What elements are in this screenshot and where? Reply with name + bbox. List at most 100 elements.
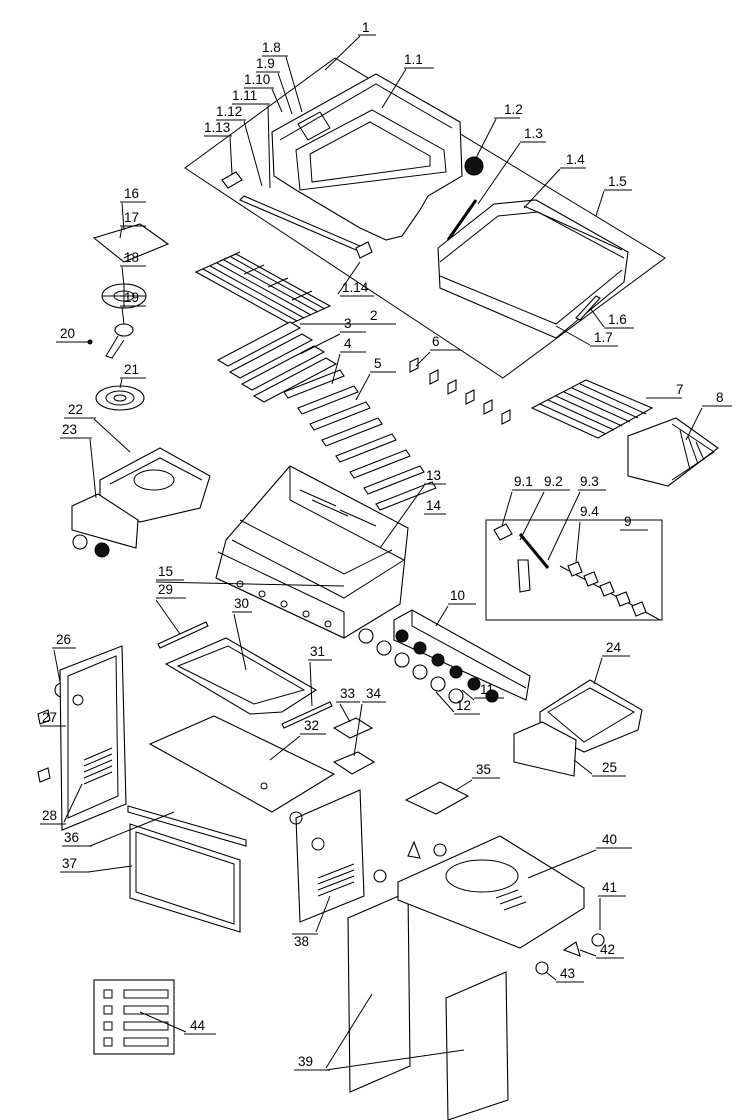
callout-16: 16 (124, 186, 139, 201)
callout-6: 6 (432, 334, 440, 349)
callout-1-10: 1.10 (244, 72, 270, 87)
thermometer-part (464, 156, 484, 176)
cabinet-doors-part (347, 891, 509, 1120)
callout-17: 17 (124, 210, 139, 225)
wedge-part-right (562, 941, 581, 957)
back-rail-part (127, 805, 247, 847)
callout-1-7: 1.7 (594, 330, 613, 345)
callout-9-1: 9.1 (514, 474, 533, 489)
wedge-part-left (407, 840, 421, 859)
callout-4: 4 (344, 336, 352, 351)
drip-rail-left-part (157, 621, 209, 649)
callout-2: 2 (370, 308, 378, 323)
door-hinges-part (37, 709, 51, 783)
callout-31: 31 (310, 644, 325, 659)
callout-1-4: 1.4 (566, 152, 585, 167)
callout-33: 33 (340, 686, 355, 701)
callout-38: 38 (294, 934, 309, 949)
firebox-part (215, 465, 409, 639)
control-panel-part (393, 609, 531, 701)
right-side-panel-part (513, 721, 577, 777)
callout-1-14: 1.14 (342, 280, 369, 295)
callout-20: 20 (60, 326, 75, 341)
callout-1-3: 1.3 (524, 126, 543, 141)
callout-10: 10 (450, 588, 465, 603)
back-panel-part (129, 823, 241, 933)
callout-8: 8 (716, 390, 724, 405)
callout-9-2: 9.2 (544, 474, 563, 489)
callout-19: 19 (124, 290, 139, 305)
callout-29: 29 (158, 582, 173, 597)
callout-18: 18 (124, 250, 139, 265)
callout-36: 36 (64, 830, 79, 845)
cart-base-part (397, 835, 585, 949)
burner-clips-part (409, 357, 511, 425)
callout-1-9: 1.9 (256, 56, 275, 71)
callout-25: 25 (602, 760, 617, 775)
callout-1-12: 1.12 (216, 104, 242, 119)
callout-43: 43 (560, 966, 575, 981)
callout-9-4: 9.4 (580, 504, 599, 519)
callout-30: 30 (234, 596, 249, 611)
callout-28: 28 (42, 808, 57, 823)
callout-44: 44 (190, 1018, 206, 1033)
callout-27: 27 (42, 710, 57, 725)
callout-1-8: 1.8 (262, 40, 281, 55)
rating-label-part (93, 979, 175, 1055)
callout-7: 7 (676, 382, 684, 397)
callout-24: 24 (606, 640, 622, 655)
callout-42: 42 (600, 942, 615, 957)
callout-21: 21 (124, 362, 139, 377)
callout-1-2: 1.2 (504, 102, 523, 117)
side-front-panel-part (71, 493, 139, 558)
callout-37: 37 (62, 856, 77, 871)
griddle-plate-part (627, 417, 719, 487)
callout-35: 35 (476, 762, 491, 777)
callout-41: 41 (602, 880, 617, 895)
drip-rail-right-part (281, 701, 333, 729)
handle-bracket-left-part (221, 171, 243, 189)
callout-1: 1 (362, 20, 370, 35)
handle-bracket-right-part (355, 241, 373, 259)
callout-40: 40 (602, 832, 617, 847)
burners-part (283, 369, 437, 511)
callout-1-6: 1.6 (608, 312, 627, 327)
left-cabinet-panel-part (59, 645, 127, 831)
callout-11: 11 (480, 682, 494, 697)
callout-1-1: 1.1 (404, 52, 423, 67)
casters-part (373, 843, 605, 975)
leader-lines (40, 34, 732, 1071)
storage-tray-part (404, 781, 470, 815)
lid-main-part (271, 73, 463, 241)
callout-26: 26 (56, 632, 71, 647)
callout-12: 12 (456, 698, 471, 713)
callout-13: 13 (426, 468, 441, 483)
valve-manifold-part (485, 519, 663, 621)
flame-tamers-part (216, 321, 338, 403)
right-cabinet-panel-part (289, 789, 365, 923)
grease-cup-part (332, 717, 374, 739)
callout-1-5: 1.5 (608, 174, 627, 189)
control-knobs-part (358, 628, 499, 704)
cooking-grid-part (194, 251, 332, 325)
callout-32: 32 (304, 718, 319, 733)
callout-9-3: 9.3 (580, 474, 599, 489)
callout-39: 39 (298, 1054, 313, 1069)
callout-1-11: 1.11 (232, 88, 257, 103)
side-grid-part (530, 379, 654, 439)
pot-support-part (101, 283, 147, 309)
callout-22: 22 (68, 402, 83, 417)
burner-cap-part (95, 385, 145, 411)
callout-14: 14 (426, 498, 442, 513)
callout-1-13: 1.13 (204, 120, 230, 135)
cutting-board-part (92, 223, 170, 263)
lid-rod-part (446, 199, 478, 241)
drip-tray-part (164, 637, 318, 715)
side-burner-part (87, 323, 134, 359)
callout-labels: 1 1.1 1.2 1.3 1.4 1.5 1.6 1.7 1.8 1.9 1.… (42, 20, 724, 1069)
callout-3: 3 (344, 316, 352, 331)
bottom-plate-part (148, 715, 336, 813)
callout-9: 9 (624, 514, 632, 529)
